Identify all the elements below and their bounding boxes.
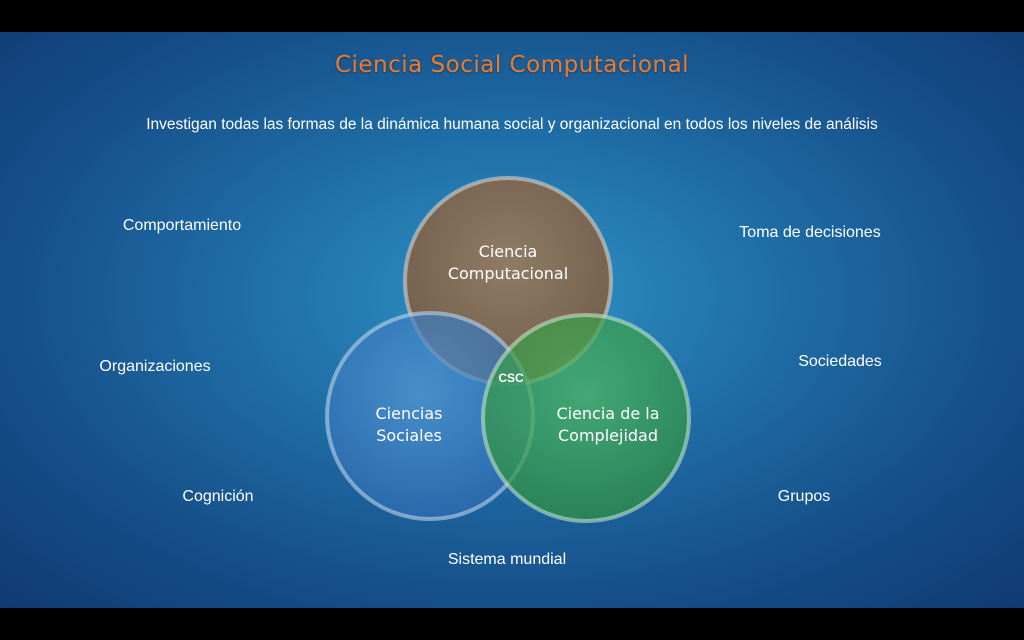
computacional-line1: Ciencia — [479, 242, 538, 261]
complejidad-line2: Complejidad — [558, 426, 658, 445]
label-grupos: Grupos — [777, 488, 831, 505]
label-sociedades: Sociedades — [798, 353, 882, 370]
label-cognicion: Cognición — [182, 488, 254, 505]
computacional-line2: Computacional — [448, 264, 568, 283]
label-comportamiento: Comportamiento — [122, 217, 242, 234]
circle-ciencia-complejidad — [481, 313, 691, 523]
label-sistema-mundial: Sistema mundial — [447, 551, 567, 568]
slide-subtitle: Investigan todas las formas de la dinámi… — [146, 116, 878, 133]
venn-diagram: Ciencia Computacional Ciencias Sociales … — [325, 176, 691, 523]
label-toma-de-decisiones: Toma de decisiones — [739, 224, 881, 241]
sociales-line2: Sociales — [376, 426, 442, 445]
csc-center-label: CSC — [498, 371, 524, 385]
label-organizaciones: Organizaciones — [99, 358, 211, 375]
slide: Ciencia Social Computacional Investigan … — [0, 32, 1024, 608]
complejidad-line1: Ciencia de la — [556, 404, 659, 423]
slide-title: Ciencia Social Computacional — [334, 52, 690, 78]
sociales-line1: Ciencias — [376, 404, 443, 423]
